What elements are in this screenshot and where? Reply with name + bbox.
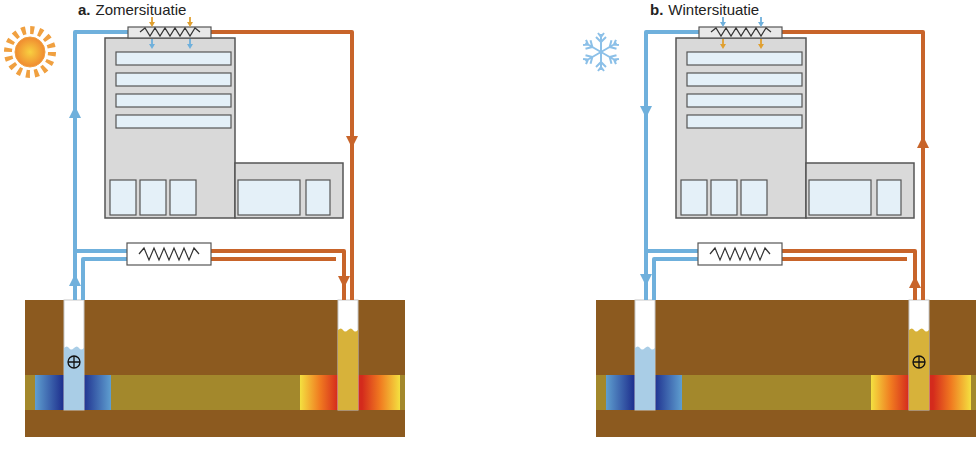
flow-arrows bbox=[640, 106, 929, 288]
panel-letter: b. bbox=[650, 1, 663, 19]
art-part bbox=[720, 44, 726, 49]
art-part bbox=[582, 48, 603, 66]
art-part bbox=[187, 44, 193, 49]
art-part bbox=[640, 274, 652, 286]
summer-system bbox=[25, 27, 405, 437]
sun bbox=[15, 37, 45, 67]
sun-rays bbox=[8, 30, 52, 74]
panel-letter: a. bbox=[78, 1, 91, 19]
art-part bbox=[187, 22, 193, 27]
panel-title: Zomersituatie bbox=[96, 1, 187, 19]
heat-arrows bbox=[149, 17, 193, 49]
art-part bbox=[69, 274, 81, 286]
snowflake bbox=[582, 33, 620, 71]
pump-symbol bbox=[913, 356, 925, 368]
art-part bbox=[720, 22, 726, 27]
pump-symbol bbox=[68, 356, 80, 368]
flow-arrows bbox=[69, 106, 358, 288]
art-part bbox=[917, 136, 929, 148]
art-part bbox=[346, 136, 358, 148]
art-part bbox=[758, 22, 764, 27]
art-part bbox=[69, 106, 81, 118]
heat-arrows bbox=[720, 17, 764, 49]
art-part bbox=[149, 22, 155, 27]
art-part bbox=[640, 106, 652, 118]
art-part bbox=[758, 44, 764, 49]
panel-title: Wintersituatie bbox=[668, 1, 759, 19]
art-part bbox=[149, 44, 155, 49]
art-part bbox=[582, 38, 603, 56]
winter-system bbox=[596, 27, 976, 437]
art-part bbox=[909, 276, 921, 288]
art-part bbox=[338, 276, 350, 288]
